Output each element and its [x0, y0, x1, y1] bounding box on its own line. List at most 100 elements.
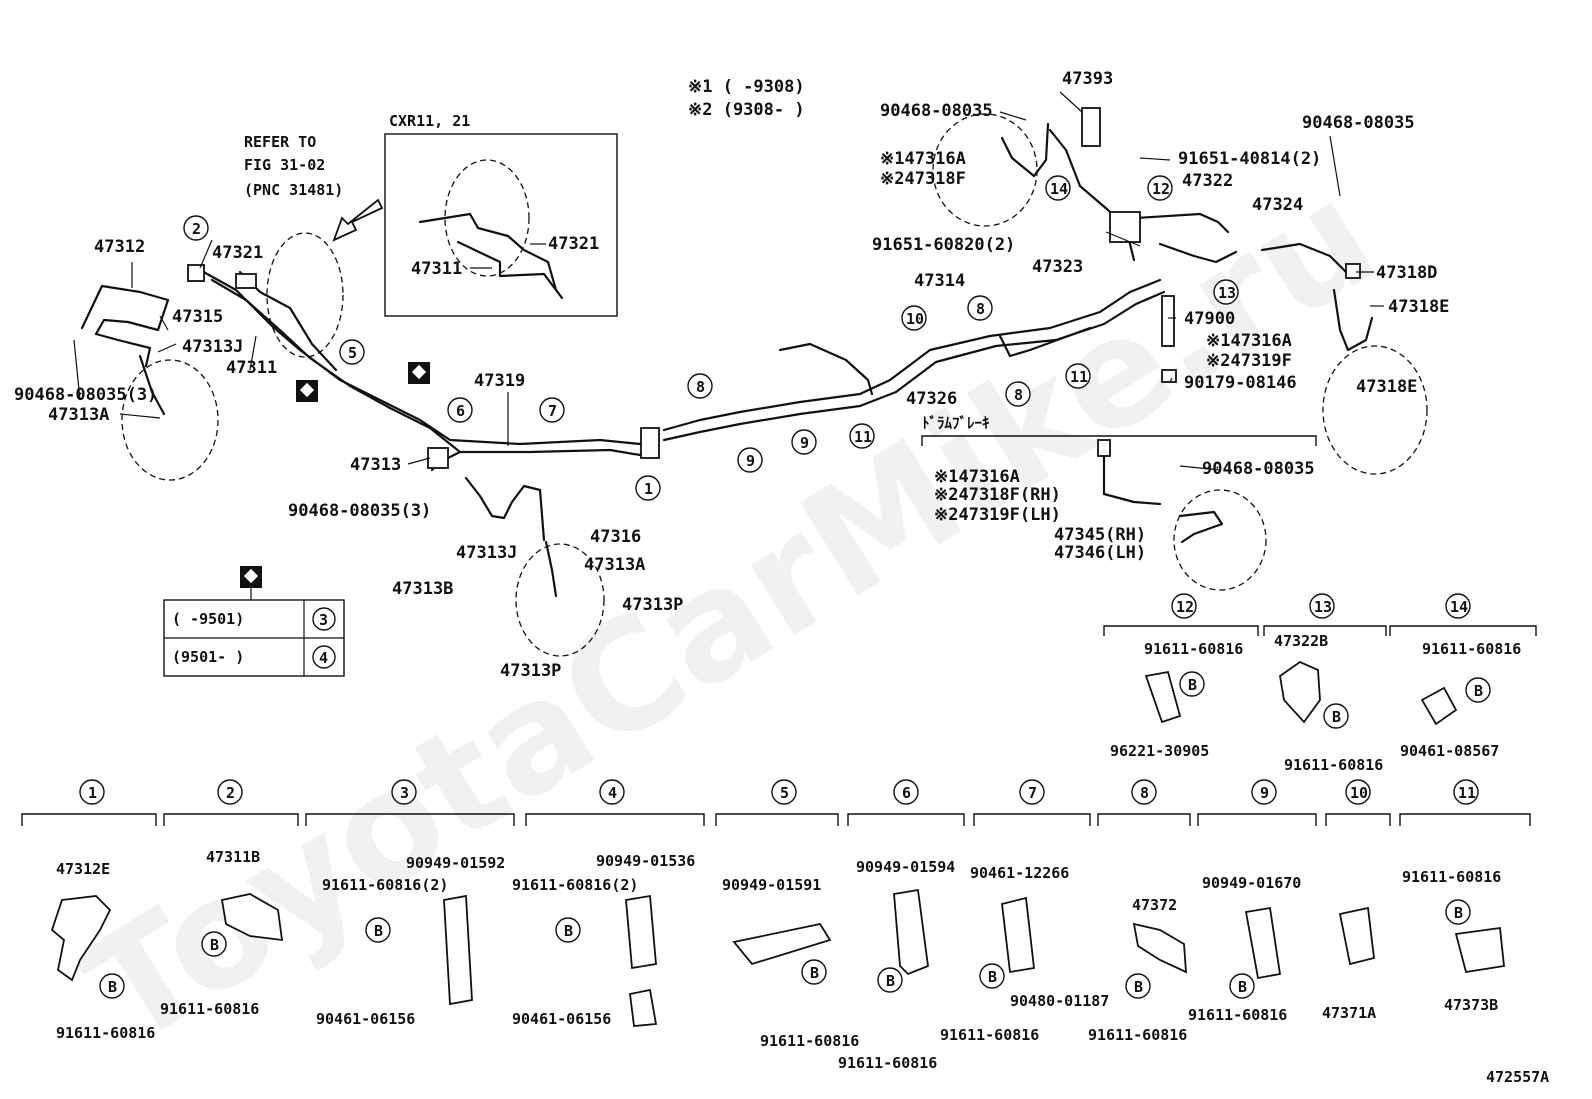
detail-part-label: 90461-06156 — [512, 1010, 611, 1028]
refer-note-line2: FIG 31-02 — [244, 156, 325, 174]
detail-ref-10-number: 10 — [1350, 784, 1368, 802]
line-47322 — [1134, 212, 1230, 234]
label-47313B: 47313B — [392, 579, 453, 599]
detail-part-label: 91611-60816 — [1422, 640, 1521, 658]
drum-brake-bracket — [921, 435, 1317, 446]
rear-line-a — [662, 278, 1162, 432]
bolt-marker-number: B — [564, 922, 573, 940]
leader-line — [157, 343, 177, 353]
label-47311: 47311 — [226, 358, 277, 378]
leader-line — [407, 457, 431, 465]
drum-label: ※247319F(LH) — [934, 505, 1061, 525]
detail-ref-12 — [1171, 593, 1197, 619]
bolt-marker — [1229, 973, 1255, 999]
label-47316: 47316 — [590, 527, 641, 547]
label-47313: 47313 — [350, 455, 401, 475]
detail-ref-14-number: 14 — [1450, 598, 1468, 616]
callout-1 — [635, 475, 661, 501]
leader-line — [1059, 91, 1083, 113]
date-range-2: (9501- ) — [172, 648, 244, 666]
clip-90949-01536-icon — [625, 894, 657, 970]
clamp-90461-08567-icon — [1420, 686, 1458, 726]
label-47318E: 47318E — [1388, 297, 1449, 317]
connector-47321-icon — [187, 264, 205, 282]
clip-1-icon — [640, 427, 660, 459]
bolt-marker-number: B — [1238, 978, 1247, 996]
callout-7-number: 7 — [548, 402, 557, 420]
bolt-marker-number: B — [1332, 708, 1341, 726]
detail-part-label: 96221-30905 — [1110, 742, 1209, 760]
bolt-marker — [99, 973, 125, 999]
callout-9-number: 9 — [746, 452, 755, 470]
leader-line — [1329, 135, 1341, 197]
refer-note-line1: REFER TO — [244, 133, 316, 151]
variant-1-legend: ※1 ( -9308) — [688, 77, 805, 97]
drum-brake-outline — [1173, 489, 1267, 591]
label-47313P: 47313P — [500, 661, 561, 681]
valve-bracket-icon — [1109, 211, 1141, 243]
label-47313J: 47313J — [456, 543, 517, 563]
clamp-47311B-icon — [220, 893, 284, 942]
callout-6-number: 6 — [456, 402, 465, 420]
date-ref-3: 3 — [319, 611, 328, 629]
callout-9 — [791, 429, 817, 455]
detail-part-label: 47311B — [206, 848, 260, 866]
inset-label-47311: 47311 — [411, 259, 462, 279]
variant-2-legend: ※2 (9308- ) — [688, 100, 805, 120]
bolt-marker-number: B — [108, 978, 117, 996]
bolt-marker-number: B — [810, 964, 819, 982]
label-47315: 47315 — [172, 307, 223, 327]
bracket-47393-icon — [1081, 107, 1101, 147]
callout-12-number: 12 — [1152, 180, 1170, 198]
drum-label: 47345(RH) — [1054, 525, 1146, 545]
detail-ref-4-number: 4 — [608, 784, 617, 802]
detail-part-label: 91611-60816 — [1088, 1026, 1187, 1044]
label-47323: 47323 — [1032, 257, 1083, 277]
drum-label: 90468-08035 — [1202, 459, 1315, 479]
clamp-96221-30905-icon — [1144, 670, 1182, 724]
label-47318D: 47318D — [1376, 263, 1437, 283]
detail-ref-8-number: 8 — [1140, 784, 1149, 802]
detail-ref-6 — [893, 779, 919, 805]
detail-part-label: 47312E — [56, 860, 110, 878]
date-range-1: ( -9501) — [172, 610, 244, 628]
label-47313A: 47313A — [48, 405, 109, 425]
bolt-marker — [365, 917, 391, 943]
callout-1-number: 1 — [644, 480, 653, 498]
detail-part-label: 91611-60816 — [1144, 640, 1243, 658]
detail-ref-1 — [79, 779, 105, 805]
detail-ref-13-number: 13 — [1314, 598, 1332, 616]
label-47313A: 47313A — [584, 555, 645, 575]
leader-line — [249, 335, 257, 371]
front-right-brake-outline — [515, 543, 605, 657]
watermark: ToyotaCarMike.ru — [57, 148, 1405, 1080]
detail-ref-5 — [771, 779, 797, 805]
detail-part-label: 90949-01594 — [856, 858, 955, 876]
label-47326: 47326 — [906, 389, 957, 409]
clip-90949-01594-icon — [893, 888, 929, 976]
callout-11-number: 11 — [1070, 368, 1088, 386]
detail-groups: 1291611-6081696221-30905B1347322B91611-6… — [56, 593, 1521, 1072]
callout-13-number: 13 — [1218, 284, 1236, 302]
bolt-marker-number: B — [988, 968, 997, 986]
leader-line — [159, 315, 169, 331]
bolt-marker-number: B — [210, 936, 219, 954]
detail-ref-10 — [1345, 779, 1371, 805]
label-47314: 47314 — [914, 271, 965, 291]
line-47324 — [1260, 242, 1348, 274]
clamp-47372-icon — [1132, 922, 1188, 974]
detail-ref-7 — [1019, 779, 1045, 805]
label-47312: 47312 — [94, 237, 145, 257]
detail-part-label: 91611-60816(2) — [512, 876, 638, 894]
cxr-inset-box — [384, 133, 618, 317]
callout-8 — [687, 373, 713, 399]
label--147316A: ※147316A — [880, 149, 966, 169]
callout-12 — [1147, 175, 1173, 201]
detail-ref-11-number: 11 — [1458, 784, 1476, 802]
label-47318E: 47318E — [1356, 377, 1417, 397]
detail-ref-9-number: 9 — [1260, 784, 1269, 802]
detail-part-label: 91611-60816 — [1284, 756, 1383, 774]
detail-part-label: 47372 — [1132, 896, 1177, 914]
